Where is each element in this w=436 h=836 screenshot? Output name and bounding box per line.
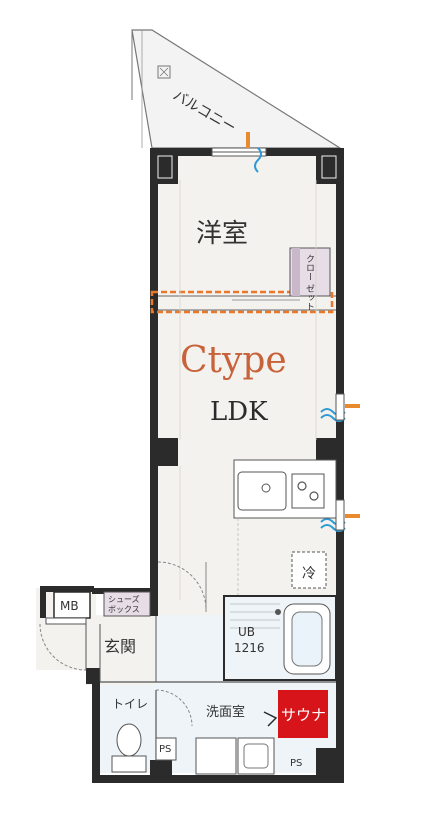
washbasin-icon xyxy=(195,737,237,775)
meter-box xyxy=(53,591,91,619)
balcony-area xyxy=(131,29,343,149)
western-room-label: 洋室 xyxy=(196,219,248,249)
stove-icon xyxy=(291,473,325,509)
entrance-door xyxy=(39,617,87,671)
sauna-room xyxy=(278,690,328,738)
closet-label-col1: クロー xyxy=(304,254,314,281)
washing-machine-icon xyxy=(237,737,275,775)
unit-bath-label-line2: 1216 xyxy=(234,641,265,655)
unit-bath-label-line1: UB xyxy=(238,625,255,639)
entrance-label: 玄関 xyxy=(104,637,136,656)
type-label: Ctype xyxy=(180,340,287,381)
shoe-box-label-line1: シューズ xyxy=(108,594,140,604)
drain-icon xyxy=(157,65,171,79)
sink-icon xyxy=(237,471,287,511)
closet-label: クロー ゼット xyxy=(304,254,314,311)
pipe-space-1 xyxy=(155,737,177,761)
pipe-space-2-label: PS xyxy=(290,758,302,769)
unit-bath xyxy=(223,595,337,681)
kitchen-counter xyxy=(233,459,337,519)
washroom xyxy=(195,737,275,775)
sauna-label: サウナ xyxy=(281,706,326,724)
ldk-label: LDK xyxy=(210,397,268,427)
toilet xyxy=(111,689,193,773)
balcony-window xyxy=(211,147,267,157)
shoe-box xyxy=(103,591,151,617)
shoe-box-label-line2: ボックス xyxy=(108,605,140,614)
fridge-space xyxy=(291,551,327,589)
toilet-label: トイレ xyxy=(112,697,148,711)
washroom-label: 洗面室 xyxy=(206,704,245,720)
fridge-label: 冷 xyxy=(302,566,316,582)
aircon-icon xyxy=(246,132,262,173)
meter-box-label: MB xyxy=(60,599,79,613)
pipe-space-1-label: PS xyxy=(159,744,171,755)
closet xyxy=(289,247,331,297)
exterior-walls xyxy=(40,148,344,783)
toilet-icon xyxy=(116,723,142,757)
closet-label-col2: ゼット xyxy=(304,283,314,311)
